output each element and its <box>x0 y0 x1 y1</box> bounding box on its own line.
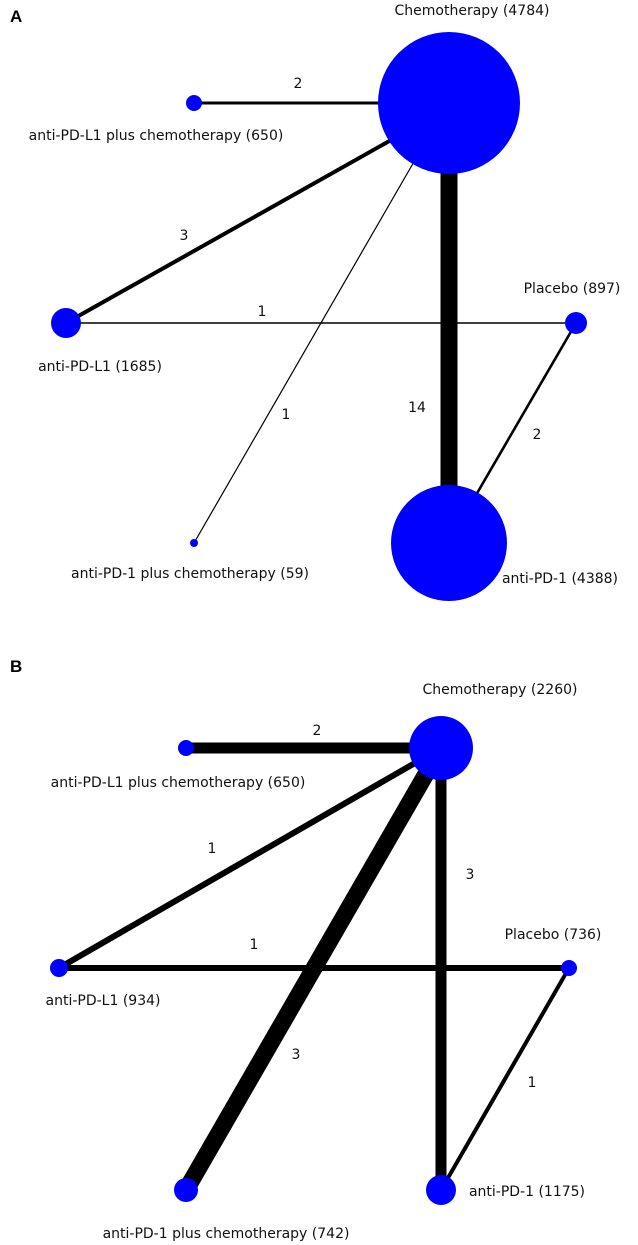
node-a-pdl1 <box>51 308 81 338</box>
node-label-b-pd1chemo: anti-PD-1 plus chemotherapy (742) <box>103 1226 350 1242</box>
panel-b-nodes <box>50 716 577 1205</box>
panel-a-nodes <box>51 32 587 601</box>
edge-b-placebo-pd1 <box>439 967 571 1191</box>
node-label-b-pd1: anti-PD-1 (1175) <box>469 1184 585 1200</box>
node-a-pdl1chemo <box>186 95 202 111</box>
edge-label-a-pd1chemo-chemo: 1 <box>282 407 291 423</box>
panel-a-node-labels: Chemotherapy (4784) anti-PD-L1 plus chem… <box>29 3 621 587</box>
node-b-chemo <box>409 716 473 780</box>
panel-b-node-labels: Chemotherapy (2260) anti-PD-L1 plus chem… <box>46 682 602 1242</box>
edge-a-pdl1-chemo <box>65 133 401 325</box>
edge-label-b-pdl1-chemo: 1 <box>208 841 217 857</box>
node-b-pd1chemo <box>174 1178 198 1202</box>
node-label-a-pd1chemo: anti-PD-1 plus chemotherapy (59) <box>71 566 309 582</box>
edge-a-placebo-pd1 <box>474 322 578 496</box>
node-b-pdl1 <box>50 959 68 977</box>
node-label-a-pdl1chemo: anti-PD-L1 plus chemotherapy (650) <box>29 128 284 144</box>
panel-a: A 2 3 1 1 14 2 Chemotherapy (4784) <box>10 3 620 601</box>
edge-label-a-chemo-pd1: 14 <box>408 400 426 416</box>
node-label-a-chemo: Chemotherapy (4784) <box>395 3 550 19</box>
edge-label-a-pdl1chemo-chemo: 2 <box>294 76 303 92</box>
node-label-b-chemo: Chemotherapy (2260) <box>423 682 578 698</box>
panel-a-edge-labels: 2 3 1 1 14 2 <box>180 76 542 443</box>
edge-label-b-chemo-pd1: 3 <box>466 867 475 883</box>
node-label-a-pd1: anti-PD-1 (4388) <box>502 571 618 587</box>
panel-a-letter: A <box>10 7 22 26</box>
edge-b-pdl1-chemo <box>57 745 443 971</box>
node-b-pdl1chemo <box>178 740 194 756</box>
panel-b-edges <box>57 742 571 1195</box>
edge-label-b-pdl1chemo-chemo: 2 <box>313 723 322 739</box>
node-label-a-placebo: Placebo (897) <box>524 281 621 297</box>
node-label-b-pdl1: anti-PD-L1 (934) <box>46 993 161 1009</box>
node-b-pd1 <box>426 1175 456 1205</box>
node-a-pd1 <box>391 485 507 601</box>
node-label-b-pdl1chemo: anti-PD-L1 plus chemotherapy (650) <box>51 775 306 791</box>
edge-label-b-pdl1-placebo: 1 <box>250 937 259 953</box>
panel-b-edge-labels: 2 1 1 3 3 1 <box>208 723 537 1091</box>
edge-b-pd1chemo-chemo <box>178 743 449 1195</box>
panel-b: B 2 1 1 3 3 1 Chemotherapy (2260) <box>10 657 601 1242</box>
edge-a-pd1chemo-chemo <box>193 159 416 544</box>
node-label-b-placebo: Placebo (736) <box>505 927 602 943</box>
node-a-chemo <box>378 32 520 174</box>
edge-label-a-pdl1-placebo: 1 <box>258 304 267 320</box>
node-a-placebo <box>565 312 587 334</box>
edge-label-b-pd1chemo-chemo: 3 <box>292 1047 301 1063</box>
edge-label-a-placebo-pd1: 2 <box>533 427 542 443</box>
panel-b-letter: B <box>10 657 22 676</box>
edge-label-a-pdl1-chemo: 3 <box>180 228 189 244</box>
edge-label-b-placebo-pd1: 1 <box>528 1075 537 1091</box>
panel-a-edges <box>65 101 578 544</box>
node-label-a-pdl1: anti-PD-L1 (1685) <box>38 359 162 375</box>
node-b-placebo <box>561 960 577 976</box>
node-a-pd1chemo <box>190 539 198 547</box>
